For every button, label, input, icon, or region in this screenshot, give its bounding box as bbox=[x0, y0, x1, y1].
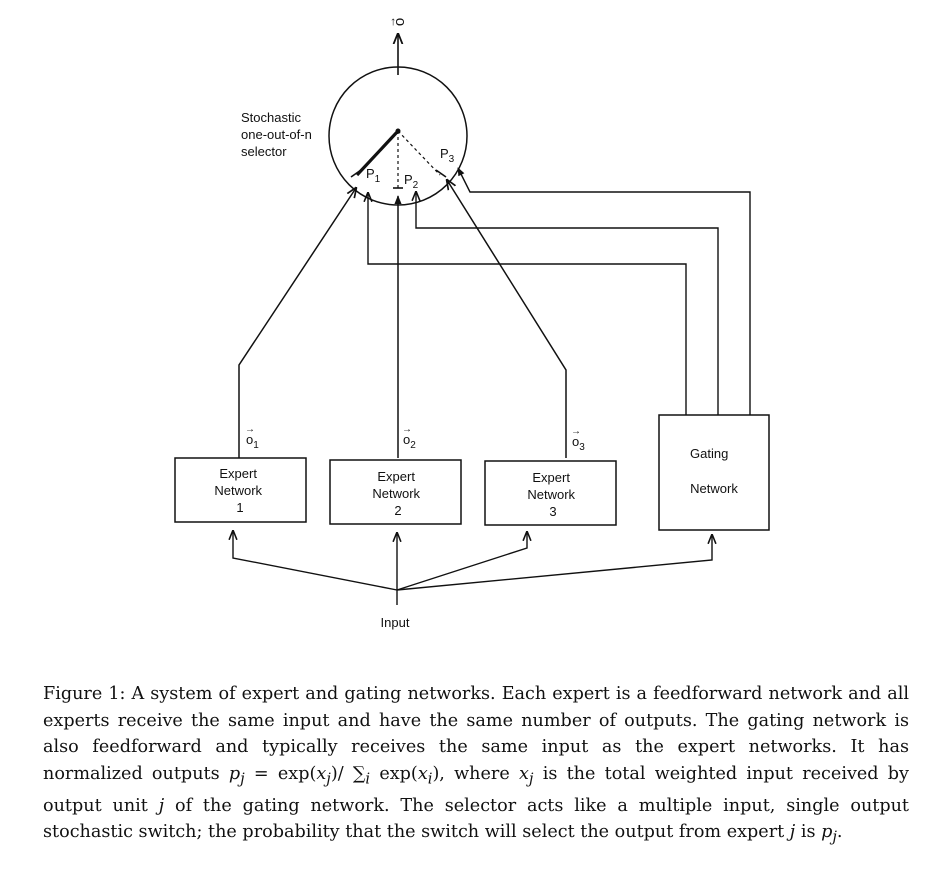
contact-mark-1 bbox=[350, 169, 362, 178]
gating-line-3 bbox=[457, 167, 751, 415]
expert-output-vector-2: → bbox=[402, 424, 412, 435]
input-lines bbox=[233, 531, 712, 605]
prob-label-1: P1 bbox=[366, 166, 381, 185]
switch-arm-3-dashed bbox=[397, 130, 441, 176]
expert3-output-line bbox=[447, 180, 567, 458]
figure-caption: Figure 1: A system of expert and gating … bbox=[43, 684, 910, 846]
gating-network: Gating Network bbox=[658, 414, 770, 531]
gating-line-2 bbox=[416, 192, 719, 415]
input-label: Input bbox=[381, 615, 410, 630]
mixture-of-experts-diagram: o → Stochastic one-out-of-n selector P1 … bbox=[174, 16, 770, 630]
svg-text:Expert Network 2: Expert Network 2 bbox=[372, 469, 423, 518]
svg-text:Expert Network 1: Expert Network 1 bbox=[214, 466, 265, 515]
output-label: o bbox=[391, 18, 408, 26]
gating-line-1 bbox=[368, 193, 687, 415]
expert-output-vector-1: → bbox=[245, 424, 255, 435]
expert-network-1: Expert Network 1 bbox=[174, 457, 307, 523]
svg-text:Gating Network: Gating Network bbox=[690, 446, 738, 496]
expert-output-label-2: o2 bbox=[403, 432, 416, 451]
selector-circle bbox=[328, 66, 468, 206]
prob-label-2: P2 bbox=[404, 172, 419, 191]
expert-network-2: Expert Network 2 bbox=[329, 459, 462, 525]
svg-text:Expert Network 3: Expert Network 3 bbox=[527, 470, 578, 519]
contact-mark-3 bbox=[435, 169, 447, 178]
selector-label: Stochastic one-out-of-n selector bbox=[241, 110, 315, 159]
output-vector-mark: → bbox=[384, 16, 398, 28]
switch-pivot bbox=[395, 128, 401, 134]
switch-arm-1 bbox=[355, 129, 400, 177]
expert-output-vector-3: → bbox=[571, 426, 581, 437]
expert-output-label-1: o1 bbox=[246, 432, 259, 451]
expert-output-label-3: o3 bbox=[572, 434, 585, 453]
expert1-output-line bbox=[238, 188, 356, 458]
expert-network-3: Expert Network 3 bbox=[484, 460, 617, 526]
prob-label-3: P3 bbox=[440, 146, 455, 165]
